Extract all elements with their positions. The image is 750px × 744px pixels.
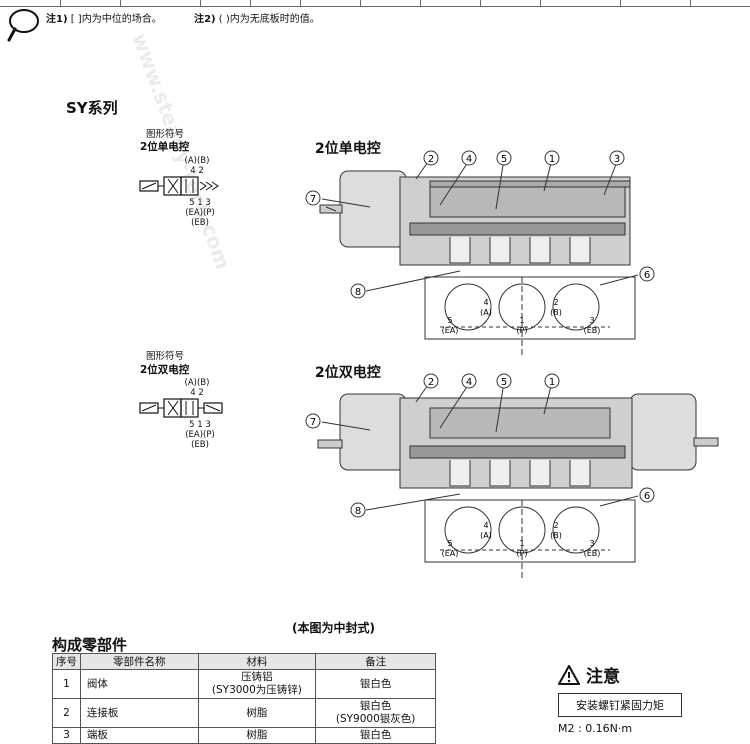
- header-no: 序号: [52, 653, 81, 670]
- header-note: 备注: [315, 653, 436, 670]
- single-valve-symbol: [139, 176, 219, 196]
- double-valve-symbol: [139, 398, 223, 418]
- row-material: 树脂: [197, 727, 317, 744]
- caution-value: M2 : 0.16N·m: [558, 722, 633, 735]
- double-ports-bottom: 5 1 3 (EA)(P)(EB): [178, 420, 222, 450]
- double-callout-6: 6: [644, 491, 650, 502]
- single-callout-7: 7: [310, 194, 316, 205]
- series-title: SY系列: [66, 99, 118, 117]
- note-line: 注1) [ ]内为中位的场合。 注2) ( )内为无底板时的值。: [46, 10, 320, 25]
- single-port-2: 2: [553, 298, 558, 307]
- row-note: 银白色 (SY9000银灰色): [315, 698, 436, 728]
- table-row: 2 连接板 树脂 银白色 (SY9000银灰色): [52, 698, 436, 728]
- single-port-p: (P): [516, 326, 527, 335]
- single-callout-1: 1: [549, 154, 555, 165]
- double-port-2: 2: [553, 521, 558, 530]
- single-port-ea: (EA): [442, 326, 459, 335]
- single-callout-6: 6: [644, 270, 650, 281]
- single-ports-top: (A)(B) 4 2: [182, 156, 212, 176]
- note-text-2: ( )内为无底板时的值。: [218, 14, 320, 25]
- double-valve-section-drawing: 2 4 5 1 7 8 6 4 (A) 2 (B) 5 (EA) 1 (P) 3…: [305, 373, 719, 578]
- double-ports-top-letters: (A)(B): [184, 378, 210, 388]
- row-no: 3: [52, 727, 81, 744]
- magnifier-note-icon: [7, 9, 39, 42]
- double-ports-top-nums: 4 2: [190, 388, 204, 398]
- row-name: 阀体: [79, 669, 199, 699]
- single-symbol-label: 图形符号: [146, 129, 185, 140]
- note-label-1: 注1): [46, 14, 68, 25]
- single-callout-2: 2: [428, 154, 434, 165]
- single-ports-bottom-letters: (EA)(P)(EB): [185, 208, 215, 228]
- single-port-4: 4: [483, 298, 488, 307]
- single-port-1: 1: [519, 316, 524, 325]
- row-name: 连接板: [79, 698, 199, 728]
- double-port-p: (P): [516, 549, 527, 558]
- row-no: 2: [52, 698, 81, 728]
- row-material: 树脂: [197, 698, 317, 728]
- caution-panel: 注意 安装螺钉紧固力矩 M2 : 0.16N·m: [558, 662, 688, 735]
- double-callout-8: 8: [355, 506, 361, 517]
- single-callout-4: 4: [466, 154, 472, 165]
- row-name: 端板: [79, 727, 199, 744]
- double-callout-2: 2: [428, 377, 434, 388]
- double-callout-5: 5: [501, 377, 507, 388]
- double-port-1: 1: [519, 539, 524, 548]
- single-callout-8: 8: [355, 287, 361, 298]
- single-port-5: 5: [447, 316, 452, 325]
- double-port-b: (B): [550, 531, 562, 540]
- double-port-a: (A): [480, 531, 492, 540]
- single-ports-bottom-nums: 5 1 3: [189, 198, 211, 208]
- double-symbol-label: 图形符号: [146, 351, 185, 362]
- single-port-a: (A): [480, 308, 492, 317]
- double-ports-bottom-nums: 5 1 3: [189, 420, 211, 430]
- single-ports-bottom: 5 1 3 (EA)(P)(EB): [178, 198, 222, 228]
- single-callout-5: 5: [501, 154, 507, 165]
- double-port-4: 4: [483, 521, 488, 530]
- header-name: 零部件名称: [79, 653, 199, 670]
- single-port-3: 3: [589, 316, 594, 325]
- double-port-5: 5: [447, 539, 452, 548]
- parts-table-header: 序号 零部件名称 材料 备注: [52, 653, 436, 670]
- double-port-ea: (EA): [442, 549, 459, 558]
- row-note: 银白色: [315, 669, 436, 699]
- figure-caption: (本图为中封式): [292, 621, 375, 635]
- double-callout-7: 7: [310, 417, 316, 428]
- double-callout-4: 4: [466, 377, 472, 388]
- warning-triangle-icon: [558, 664, 580, 685]
- note-text-1: [ ]内为中位的场合。: [70, 14, 162, 25]
- parts-table: 序号 零部件名称 材料 备注 1 阀体 压铸铝 (SY3000为压铸锌) 银白色…: [52, 653, 436, 744]
- double-port-eb: (EB): [584, 549, 601, 558]
- double-callout-1: 1: [549, 377, 555, 388]
- caution-box: 安装螺钉紧固力矩: [558, 693, 682, 717]
- single-diagram-title: 2位单电控: [315, 141, 381, 157]
- caution-title: 注意: [586, 667, 620, 687]
- single-port-eb: (EB): [584, 326, 601, 335]
- double-diagram-title: 2位双电控: [315, 365, 381, 381]
- double-ports-bottom-letters: (EA)(P)(EB): [185, 430, 215, 450]
- double-symbol-title: 2位双电控: [140, 364, 190, 376]
- single-ports-top-nums: 4 2: [190, 166, 204, 176]
- single-port-b: (B): [550, 308, 562, 317]
- table-row: 3 端板 树脂 银白色: [52, 727, 436, 744]
- double-port-3: 3: [589, 539, 594, 548]
- row-no: 1: [52, 669, 81, 699]
- top-table-edge: [0, 0, 750, 7]
- single-symbol-title: 2位单电控: [140, 141, 190, 153]
- table-row: 1 阀体 压铸铝 (SY3000为压铸锌) 银白色: [52, 669, 436, 699]
- header-material: 材料: [197, 653, 317, 670]
- single-callout-3: 3: [614, 154, 620, 165]
- double-ports-top: (A)(B) 4 2: [182, 378, 212, 398]
- single-valve-section-drawing: 2 4 5 1 3 7 8 6 4 (A) 2 (B) 5 (EA) 1 (P)…: [305, 150, 655, 355]
- parts-table-title: 构成零部件: [52, 636, 128, 654]
- row-material: 压铸铝 (SY3000为压铸锌): [197, 669, 317, 699]
- note-label-2: 注2): [194, 14, 216, 25]
- row-note: 银白色: [315, 727, 436, 744]
- single-ports-top-letters: (A)(B): [184, 156, 210, 166]
